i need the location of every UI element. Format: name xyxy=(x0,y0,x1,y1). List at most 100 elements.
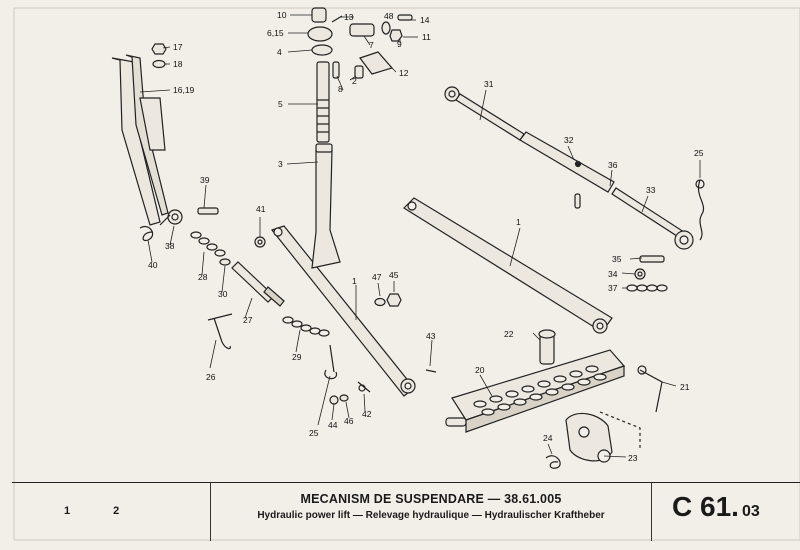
page-number-2: 2 xyxy=(113,505,120,517)
callout-14: 14 xyxy=(420,15,430,25)
callout-25-upper: 25 xyxy=(694,148,704,158)
callout-37: 37 xyxy=(608,283,618,293)
title-block-footer: 1 2 MECANISM DE SUSPENDARE — 38.61.005 H… xyxy=(12,482,800,541)
part-pin-26 xyxy=(207,313,233,350)
callout-31: 31 xyxy=(484,79,494,89)
part-nut-45 xyxy=(386,293,402,307)
callout-42: 42 xyxy=(362,409,372,419)
part-bolt-14 xyxy=(397,14,413,21)
callout-labels: 10 6,15 4 5 3 13 48 14 11 9 7 12 2 8 17 … xyxy=(148,10,704,463)
part-tube-32 xyxy=(519,131,615,193)
callout-36: 36 xyxy=(608,160,618,170)
plate-code-suffix: 03 xyxy=(741,503,760,520)
sheet-border xyxy=(13,7,800,541)
callout-11: 11 xyxy=(422,32,431,42)
callout-20: 20 xyxy=(475,365,485,375)
part-pin-42 xyxy=(357,381,371,393)
part-pin-22 xyxy=(538,329,556,365)
page-title: MECANISM DE SUSPENDARE — 38.61.005 xyxy=(300,492,562,506)
callout-13: 13 xyxy=(344,12,354,22)
part-chain-28 xyxy=(190,231,226,257)
part-bolt-8 xyxy=(332,61,340,79)
callout-6-15: 6,15 xyxy=(267,28,284,38)
callout-40: 40 xyxy=(148,260,158,270)
callout-21: 21 xyxy=(680,382,690,392)
callout-5: 5 xyxy=(278,99,283,109)
callout-22: 22 xyxy=(504,329,514,339)
callout-34: 34 xyxy=(608,269,618,279)
part-washer-30 xyxy=(219,258,231,266)
part-pin-25-upper xyxy=(695,179,705,241)
callout-8: 8 xyxy=(338,84,343,94)
part-pin-2 xyxy=(354,65,364,79)
part-pin-39 xyxy=(197,207,219,215)
callout-7: 7 xyxy=(369,40,374,50)
title-block: MECANISM DE SUSPENDARE — 38.61.005 Hydra… xyxy=(210,483,652,541)
callout-43: 43 xyxy=(426,331,436,341)
callout-48: 48 xyxy=(384,11,394,21)
part-fork-bracket xyxy=(111,54,169,226)
page-numbers: 1 2 xyxy=(64,505,159,517)
callout-2: 2 xyxy=(352,76,357,86)
part-clevis-23 xyxy=(565,412,613,463)
plate-code: C 61.03 xyxy=(672,491,760,523)
callout-35: 35 xyxy=(612,254,622,264)
callout-38: 38 xyxy=(165,241,175,251)
part-washer-41 xyxy=(254,236,266,248)
part-spring-clip-40 xyxy=(139,226,154,242)
leader-lines xyxy=(139,14,701,458)
part-nut-44 xyxy=(329,395,339,405)
callout-23: 23 xyxy=(628,453,638,463)
part-l-pin-21 xyxy=(637,365,663,413)
callout-25-lower: 25 xyxy=(309,428,319,438)
part-pin-43 xyxy=(425,369,437,373)
part-washer-34 xyxy=(634,268,646,280)
part-pin-25-lower xyxy=(324,344,338,380)
callout-44: 44 xyxy=(328,420,338,430)
callout-46: 46 xyxy=(344,416,354,426)
callout-9: 9 xyxy=(397,39,402,49)
page-subtitle: Hydraulic power lift — Relevage hydrauli… xyxy=(257,510,605,521)
callout-33: 33 xyxy=(646,185,656,195)
callout-1-left: 1 xyxy=(352,276,357,286)
part-pin-38 xyxy=(159,209,183,226)
part-spring-clip-24 xyxy=(545,455,561,469)
part-washer-46 xyxy=(339,394,349,402)
part-drawbar-frame-20 xyxy=(445,349,626,433)
part-top-link-31 xyxy=(444,86,525,141)
part-link-plate-12 xyxy=(359,51,394,75)
part-coupling-4 xyxy=(311,44,333,56)
callout-17: 17 xyxy=(173,42,183,52)
part-lift-rod-3 xyxy=(311,143,341,269)
callout-45: 45 xyxy=(389,270,399,280)
part-lower-link-right xyxy=(403,197,613,334)
part-chain-29 xyxy=(282,316,330,337)
callout-47: 47 xyxy=(372,272,382,282)
part-nut-9 xyxy=(389,29,403,42)
callout-4: 4 xyxy=(277,47,282,57)
part-top-fitting xyxy=(307,7,333,42)
part-sleeve-7 xyxy=(349,23,375,37)
callout-10: 10 xyxy=(277,10,287,20)
assembly-guide-line xyxy=(599,411,641,450)
part-washer-18 xyxy=(152,59,166,69)
callout-41: 41 xyxy=(256,204,266,214)
part-lower-link-left xyxy=(270,225,416,397)
part-threaded-end-33 xyxy=(611,187,694,250)
callout-3: 3 xyxy=(278,159,283,169)
callout-32: 32 xyxy=(564,135,574,145)
part-pin-under-32 xyxy=(574,193,581,209)
callout-27: 27 xyxy=(243,315,253,325)
callout-12: 12 xyxy=(399,68,409,78)
part-threaded-rod-5 xyxy=(316,61,330,143)
callout-18: 18 xyxy=(173,59,183,69)
page-number-1: 1 xyxy=(64,505,71,517)
part-washer-47 xyxy=(374,297,386,307)
part-nut-17 xyxy=(151,43,167,55)
plate-code-main: C 61. xyxy=(672,491,739,522)
part-bolt-35 xyxy=(639,255,665,263)
callout-30: 30 xyxy=(218,289,228,299)
callout-29: 29 xyxy=(292,352,302,362)
callout-26: 26 xyxy=(206,372,216,382)
